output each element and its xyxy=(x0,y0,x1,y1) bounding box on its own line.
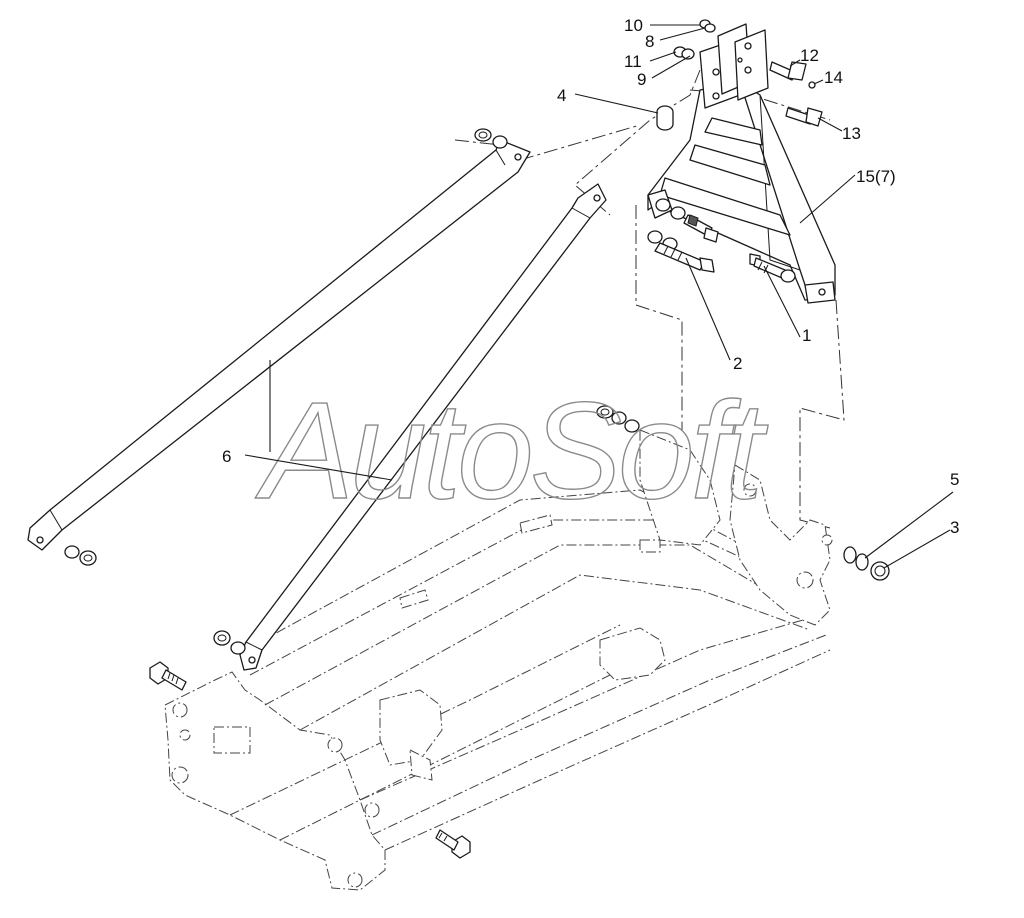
callout-8: 8 xyxy=(645,32,654,51)
lower-pin xyxy=(785,107,823,127)
brace-bar-left xyxy=(27,139,531,551)
callout-1: 1 xyxy=(802,326,811,345)
callout-11: 11 xyxy=(624,52,642,71)
callout-4: 4 xyxy=(557,86,566,105)
frame-bolt-bottom xyxy=(435,829,471,859)
spacer-bushing xyxy=(656,105,674,131)
callout-12: 12 xyxy=(800,46,819,65)
foot-bolts xyxy=(647,198,796,283)
right-hardware xyxy=(843,546,890,581)
callout-6: 6 xyxy=(222,447,231,466)
top-pin xyxy=(769,61,816,89)
bar-end-hardware xyxy=(64,128,640,655)
leader-lines xyxy=(244,24,954,569)
callout-5: 5 xyxy=(950,470,959,489)
a-frame-mast xyxy=(647,23,836,304)
callout-14: 14 xyxy=(824,68,843,87)
callout-15-7: 15(7) xyxy=(856,167,896,186)
watermark-text: AutoSoft xyxy=(255,374,769,528)
callout-2: 2 xyxy=(733,354,742,373)
brace-bar-right xyxy=(239,183,607,671)
callout-10: 10 xyxy=(624,16,643,35)
callout-3: 3 xyxy=(950,518,959,537)
clip-rings xyxy=(673,19,716,60)
callout-labels: 10 8 11 9 12 14 4 13 15(7) 1 2 6 5 3 xyxy=(222,16,959,537)
callout-13: 13 xyxy=(842,124,861,143)
ghost-frame xyxy=(164,429,833,891)
frame-bolt-left xyxy=(149,661,187,691)
callout-9: 9 xyxy=(637,70,646,89)
